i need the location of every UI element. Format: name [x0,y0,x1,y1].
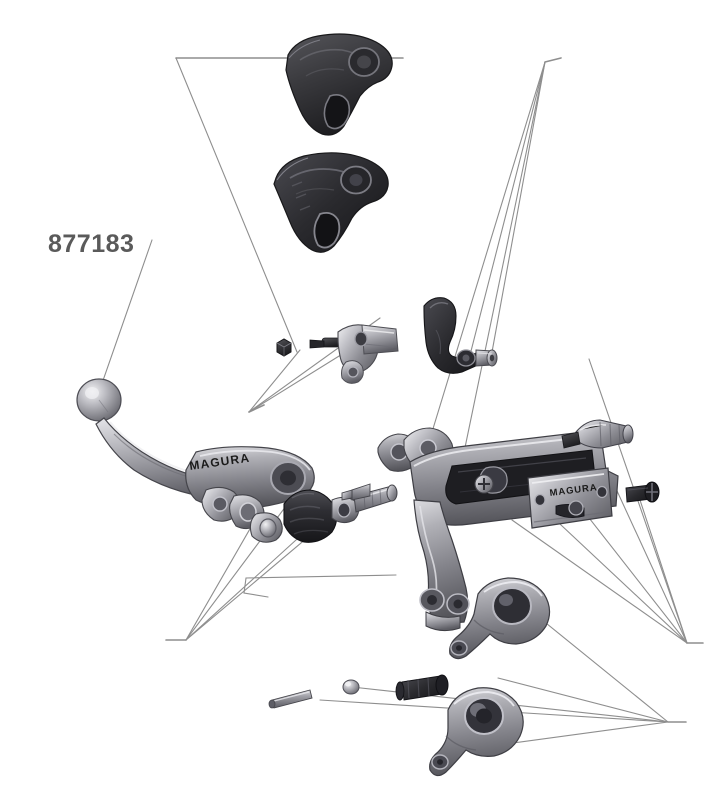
leader-rl-5 [497,721,669,746]
part-ball-bearing [342,679,360,695]
leader-ru-2 [611,479,688,644]
leader-ru-3 [574,499,688,644]
part-clamp-bolt [395,674,449,701]
part-lever-blade-upper [285,33,393,136]
part-pivot-lever [423,297,483,374]
part-number-label: 877183 [48,230,134,258]
part-reservoir-cover: MAGURA [527,467,613,529]
leader-rl-2 [497,677,669,723]
leader-stub-top-right [544,57,562,63]
leader-tr-1 [469,61,546,356]
leader-ll-1 [185,507,263,641]
cover-hole-left [534,493,546,507]
clamp-upper-bore [492,587,532,625]
part-brake-lever: MAGURA [76,378,315,543]
part-lever-blade-lower [273,152,389,253]
leader-nut [175,57,298,353]
leader-partnum [98,239,153,393]
leader-ru-4 [544,509,688,644]
part-rubber-boot [283,489,360,543]
leader-bracket-step [243,574,397,598]
part-pivot-bolt [475,349,498,367]
leader-tr-2 [491,61,546,353]
leader-ml-2 [248,347,353,413]
leader-ru-5 [511,519,688,644]
leader-ru-6 [638,496,688,644]
part-pushrod [353,484,398,513]
part-cover-screw [625,481,660,503]
leader-tr-4 [461,61,546,463]
part-reach-adjuster [309,324,399,384]
part-dowel-pin [268,689,313,709]
part-clamp-upper [449,577,551,660]
part-clamp-lower [429,687,524,777]
leader-ml-1 [248,349,301,413]
leader-ll-3 [185,519,319,641]
cover-hole-right [596,485,608,499]
part-hose-fitting [561,419,634,449]
part-hex-nut [276,338,292,357]
